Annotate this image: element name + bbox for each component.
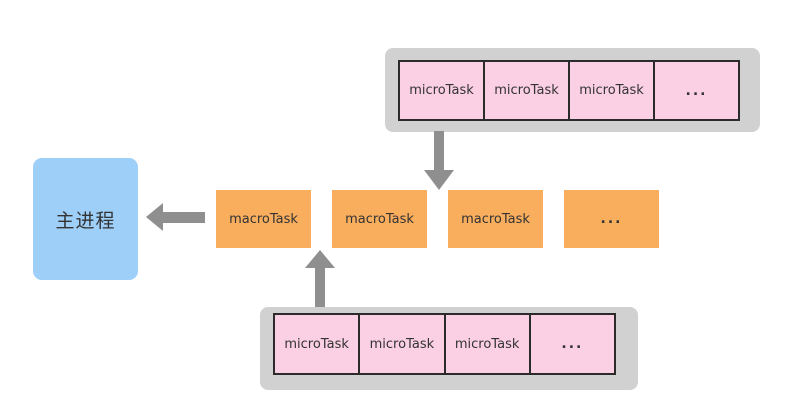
- microtask-cell-ellipsis: ...: [528, 315, 614, 373]
- arrow-up-icon: [315, 266, 325, 308]
- microtask-cell: microTask: [568, 62, 653, 119]
- microtask-cell: microTask: [400, 62, 483, 119]
- macrotask-box: macroTask: [448, 190, 543, 248]
- arrow-down-head-icon: [424, 170, 454, 190]
- microtask-cell: microTask: [275, 315, 359, 373]
- microtask-queue-bottom-cells: microTask microTask microTask ...: [273, 313, 616, 375]
- main-process-box: 主进程: [33, 158, 138, 280]
- microtask-cell: microTask: [443, 315, 529, 373]
- macrotask-box: macroTask: [216, 190, 311, 248]
- arrow-down-icon: [434, 131, 444, 172]
- macrotask-box: macroTask: [332, 190, 427, 248]
- arrow-left-head-icon: [146, 203, 163, 231]
- macrotask-box-ellipsis: ...: [564, 190, 659, 248]
- microtask-queue-top-cells: microTask microTask microTask ...: [398, 60, 740, 121]
- microtask-queue-top: microTask microTask microTask ...: [385, 48, 760, 132]
- arrow-left-icon: [162, 212, 205, 223]
- microtask-queue-bottom: microTask microTask microTask ...: [260, 307, 638, 390]
- microtask-cell-ellipsis: ...: [653, 62, 738, 119]
- microtask-cell: microTask: [358, 315, 444, 373]
- arrow-up-head-icon: [305, 250, 335, 268]
- macrotask-row: macroTask macroTask macroTask ...: [216, 190, 659, 248]
- microtask-cell: microTask: [483, 62, 568, 119]
